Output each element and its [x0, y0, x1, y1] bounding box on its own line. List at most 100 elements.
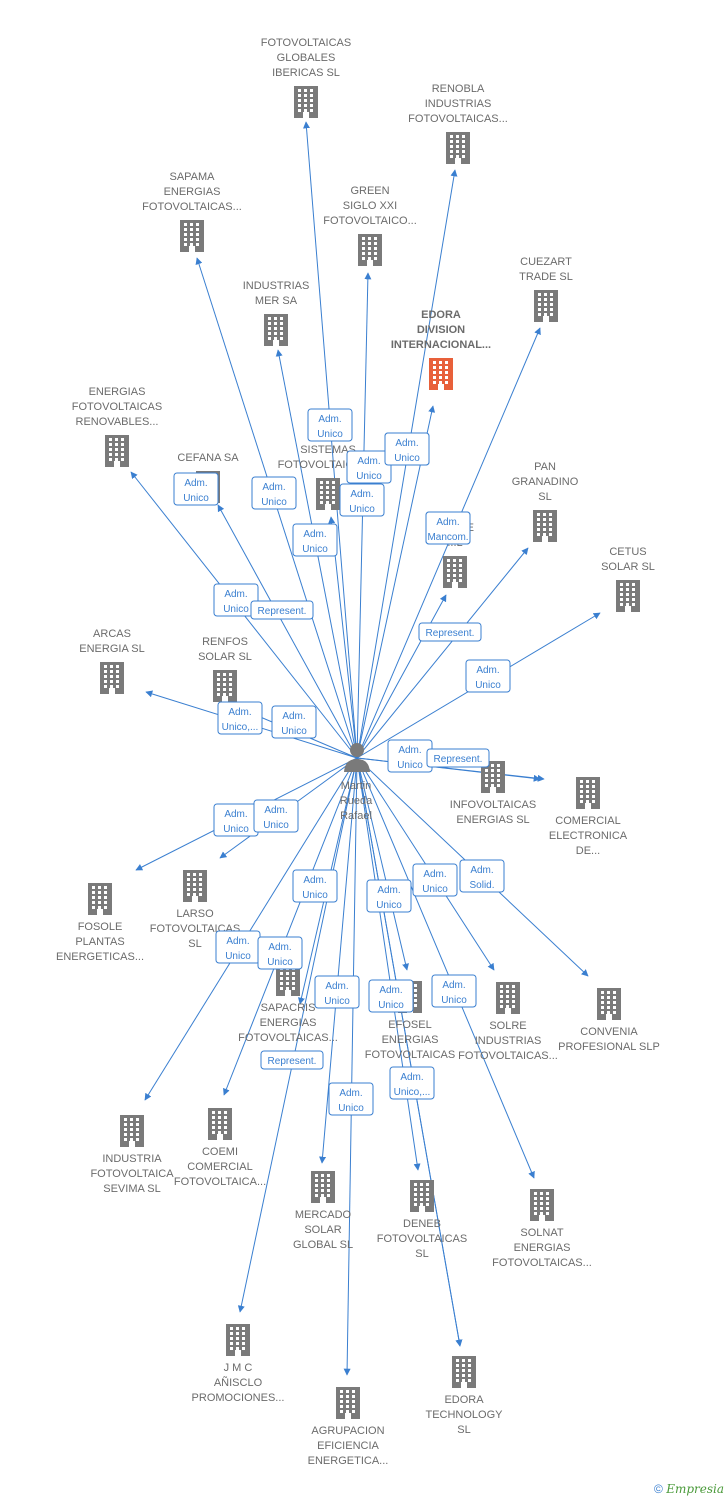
- relation-text-line: Unico: [317, 429, 343, 440]
- relation-label-infovoltaicas[interactable]: Adm.Unico: [387, 739, 433, 773]
- relation-text-line: Represent.: [268, 1056, 317, 1067]
- relation-label-energias-renovables[interactable]: Adm.Unico: [213, 583, 259, 617]
- building-icon-enere[interactable]: [443, 556, 467, 588]
- relation-label-comercial-electronica[interactable]: Represent.: [426, 748, 490, 768]
- building-icon-fotovoltaicas-globales[interactable]: [294, 86, 318, 118]
- node-label-coemi-line: COMERCIAL: [187, 1161, 252, 1173]
- building-icon-larso[interactable]: [183, 870, 207, 902]
- relation-label-renfos[interactable]: Adm.Unico: [271, 705, 317, 739]
- building-icon-mercado-solar[interactable]: [311, 1171, 335, 1203]
- person-name-line: Rueda: [340, 795, 373, 807]
- relation-label-industrias-mer[interactable]: Adm.Unico: [292, 523, 338, 557]
- relation-label-larso[interactable]: Adm. Unico: [253, 799, 299, 833]
- relation-label-convenia[interactable]: Adm.Solid.: [459, 859, 505, 893]
- copyright-symbol: ©: [654, 1482, 663, 1496]
- building-icon-edora-division[interactable]: [429, 358, 453, 390]
- building-icon-industria-sevima[interactable]: [120, 1115, 144, 1147]
- node-label-solre-line: FOTOVOLTAICAS...: [458, 1050, 558, 1062]
- building-icon-edora-technology[interactable]: [452, 1356, 476, 1388]
- relation-label-sapacris[interactable]: Adm.Unico: [292, 869, 338, 903]
- building-icon-solnat[interactable]: [530, 1189, 554, 1221]
- node-label-cefana-line: CEFANA SA: [177, 452, 239, 464]
- node-label-efosel-line: ENERGIAS: [382, 1034, 439, 1046]
- node-label-green-siglo-line: FOTOVOLTAICO...: [323, 215, 417, 227]
- relation-label-solre[interactable]: Adm.Unico: [412, 863, 458, 897]
- building-icon-comercial-electronica[interactable]: [576, 777, 600, 809]
- building-icon-renobla[interactable]: [446, 132, 470, 164]
- relation-text: Adm.Unico: [356, 456, 382, 482]
- node-label-cetus-line: SOLAR SL: [601, 561, 655, 573]
- building-icon-coemi[interactable]: [208, 1108, 232, 1140]
- relation-label-industria-sevima[interactable]: Adm.Unico: [215, 930, 261, 964]
- building-icon-energias-renovables[interactable]: [105, 435, 129, 467]
- person-icon[interactable]: [344, 743, 370, 772]
- building-icon-fosole[interactable]: [88, 883, 112, 915]
- relation-label-agrupacion[interactable]: Adm.Unico: [328, 1082, 374, 1116]
- relation-text-line: Unico: [263, 820, 289, 831]
- building-icon-renfos[interactable]: [213, 670, 237, 702]
- building-icon-convenia[interactable]: [597, 988, 621, 1020]
- edge-mercado-solar: [356, 757, 421, 1171]
- relation-label-green-siglo[interactable]: Adm.Unico: [346, 450, 392, 484]
- building-icon-industrias-mer[interactable]: [264, 314, 288, 346]
- edge-pan-granadino: [356, 547, 529, 759]
- relation-text: Adm.Unico: [349, 489, 375, 515]
- relation-label-sapama[interactable]: Adm.Unico: [173, 472, 219, 506]
- relation-text-line: Adm.: [228, 707, 251, 718]
- building-icon-solre[interactable]: [496, 982, 520, 1014]
- relation-label-enere[interactable]: Adm.Mancom.: [425, 511, 471, 545]
- relation-label-cefana[interactable]: Represent.: [250, 600, 314, 620]
- edge-sistemas-fotovoltaicos: [328, 516, 358, 759]
- relation-text: Adm.Unico: [225, 936, 251, 962]
- relation-label-jmc[interactable]: Represent.: [260, 1050, 324, 1070]
- relation-label-coemi[interactable]: Adm.Unico: [257, 936, 303, 970]
- relation-label-fosole[interactable]: Adm.Unico: [213, 803, 259, 837]
- building-icon-pan-granadino[interactable]: [533, 510, 557, 542]
- relation-text-line: Unico: [378, 1000, 404, 1011]
- relation-text: Adm.Unico: [302, 529, 328, 555]
- relation-label-solnat[interactable]: Adm.Unico: [431, 974, 477, 1008]
- node-label-edora-technology-line: EDORA: [444, 1394, 484, 1406]
- building-icon-green-siglo[interactable]: [358, 234, 382, 266]
- relation-label-cuezart[interactable]: Adm.Unico: [251, 476, 297, 510]
- relation-text-line: Unico: [475, 680, 501, 691]
- relation-label-deneb[interactable]: Adm.Unico: [368, 979, 414, 1013]
- node-label-convenia-line: CONVENIA: [580, 1026, 638, 1038]
- building-icon-sapama[interactable]: [180, 220, 204, 252]
- node-label-edora-technology-line: SL: [457, 1424, 470, 1436]
- edge-deneb: [356, 757, 535, 1179]
- relation-label-efosel[interactable]: Adm.Unico: [366, 879, 412, 913]
- building-icon-deneb[interactable]: [410, 1180, 434, 1212]
- relation-label-cetus[interactable]: Adm.Unico: [465, 659, 511, 693]
- building-icon-sistemas-fotovoltaicos[interactable]: [316, 478, 340, 510]
- relation-label-edora-technology[interactable]: Adm.Unico,...: [389, 1066, 435, 1100]
- node-label-sapacris-line: FOTOVOLTAICAS...: [238, 1032, 338, 1044]
- relation-label-edora-division[interactable]: Adm.Unico: [384, 432, 430, 466]
- node-label-sistemas-fotovoltaicos-line: SISTEMAS: [300, 444, 356, 456]
- relation-label-mercado-solar[interactable]: Adm.Unico: [314, 975, 360, 1009]
- node-label-agrupacion-line: AGRUPACION: [311, 1425, 384, 1437]
- node-label-deneb-line: SL: [415, 1248, 428, 1260]
- building-icon-jmc[interactable]: [226, 1324, 250, 1356]
- edge-edora-technology: [356, 757, 463, 1347]
- relation-text-line: Solid.: [469, 880, 494, 891]
- relation-text: Adm.Unico: [475, 665, 501, 691]
- building-icon-cuezart[interactable]: [534, 290, 558, 322]
- relation-label-fotovoltaicas-globales[interactable]: Adm.Unico: [307, 408, 353, 442]
- relation-label-enere[interactable]: Represent.: [418, 622, 482, 642]
- relation-label-arcas[interactable]: Adm.Unico,...: [217, 701, 263, 735]
- node-label-deneb-line: DENEB: [403, 1218, 441, 1230]
- relation-text-line: Adm.: [264, 805, 287, 816]
- building-icon-cetus[interactable]: [616, 580, 640, 612]
- building-icon-arcas[interactable]: [100, 662, 124, 694]
- brand-logo[interactable]: Empresia: [666, 1482, 724, 1496]
- building-icon-agrupacion[interactable]: [336, 1387, 360, 1419]
- relation-label-sistemas-fotovoltaicos[interactable]: Adm.Unico: [339, 483, 385, 517]
